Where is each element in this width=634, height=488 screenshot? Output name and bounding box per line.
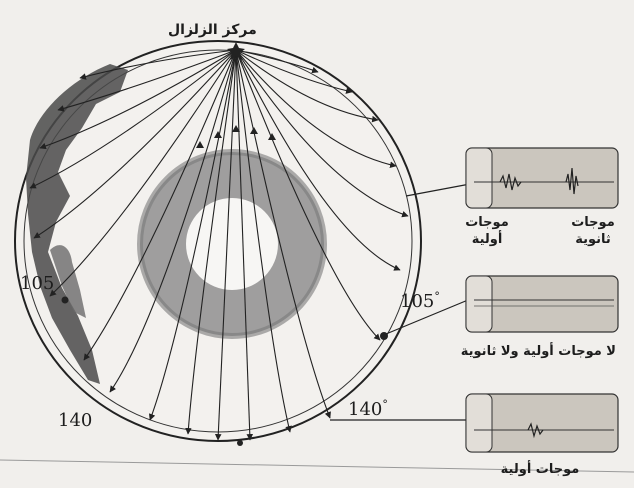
epicenter-star-icon xyxy=(227,42,245,60)
seismograph-top-primary-label: موجات أولية xyxy=(465,215,509,247)
seismic-wave-paths xyxy=(29,42,409,441)
seismic-wave-ray xyxy=(214,49,237,441)
seismic-wave-ray xyxy=(235,49,381,341)
seismic-wave-ray xyxy=(109,49,237,393)
seismic-wave-ray xyxy=(235,49,397,169)
inner-core xyxy=(186,198,278,290)
seismic-wave-ray xyxy=(235,49,379,123)
seismic-wave-ray xyxy=(33,49,237,239)
core-arrowheads xyxy=(196,125,276,148)
seismic-wave-ray xyxy=(235,49,331,419)
seismic-wave-ray xyxy=(83,49,237,361)
seismic-wave-ray xyxy=(49,49,237,297)
seismograph-middle-label: لا موجات أولية ولا ثانوية xyxy=(460,344,616,359)
seismograph-middle xyxy=(465,275,619,333)
seismograph-bottom-label: موجات أولية xyxy=(500,462,580,477)
page-edge xyxy=(0,459,634,473)
seismic-wave-ray xyxy=(29,49,237,189)
angle-label-right-140: 140° xyxy=(348,398,388,420)
angle-label-left-105: 105 xyxy=(20,273,55,294)
epicenter-label: مركز الزلزال xyxy=(168,22,257,38)
connector-top xyxy=(405,183,471,197)
seismic-wave-ray xyxy=(235,49,292,433)
seismic-wave-ray xyxy=(235,49,319,74)
angle-label-left-140: 140 xyxy=(58,410,93,431)
angle-label-right-105: 105° xyxy=(400,290,440,312)
seismic-wave-ray xyxy=(235,49,353,94)
outer-core-shade xyxy=(137,149,327,339)
seismic-wave-ray xyxy=(148,49,237,421)
continent-shape-2 xyxy=(50,245,86,318)
seismic-wave-ray xyxy=(39,49,237,150)
bottom-dot xyxy=(237,440,243,446)
seismograph-top-secondary-label: موجات ثانوية xyxy=(571,215,615,247)
seismic-wave-ray xyxy=(57,49,237,112)
seismograph-top xyxy=(465,147,619,209)
seismograph-bottom xyxy=(465,393,619,453)
seismic-wave-ray xyxy=(79,49,237,80)
connector-middle xyxy=(385,299,469,335)
seismic-wave-ray xyxy=(235,49,401,271)
shadow-zone-dot-left xyxy=(61,296,69,304)
seismic-wave-ray xyxy=(235,49,409,218)
seismic-wave-ray xyxy=(235,49,254,441)
seismic-wave-ray xyxy=(185,49,237,435)
